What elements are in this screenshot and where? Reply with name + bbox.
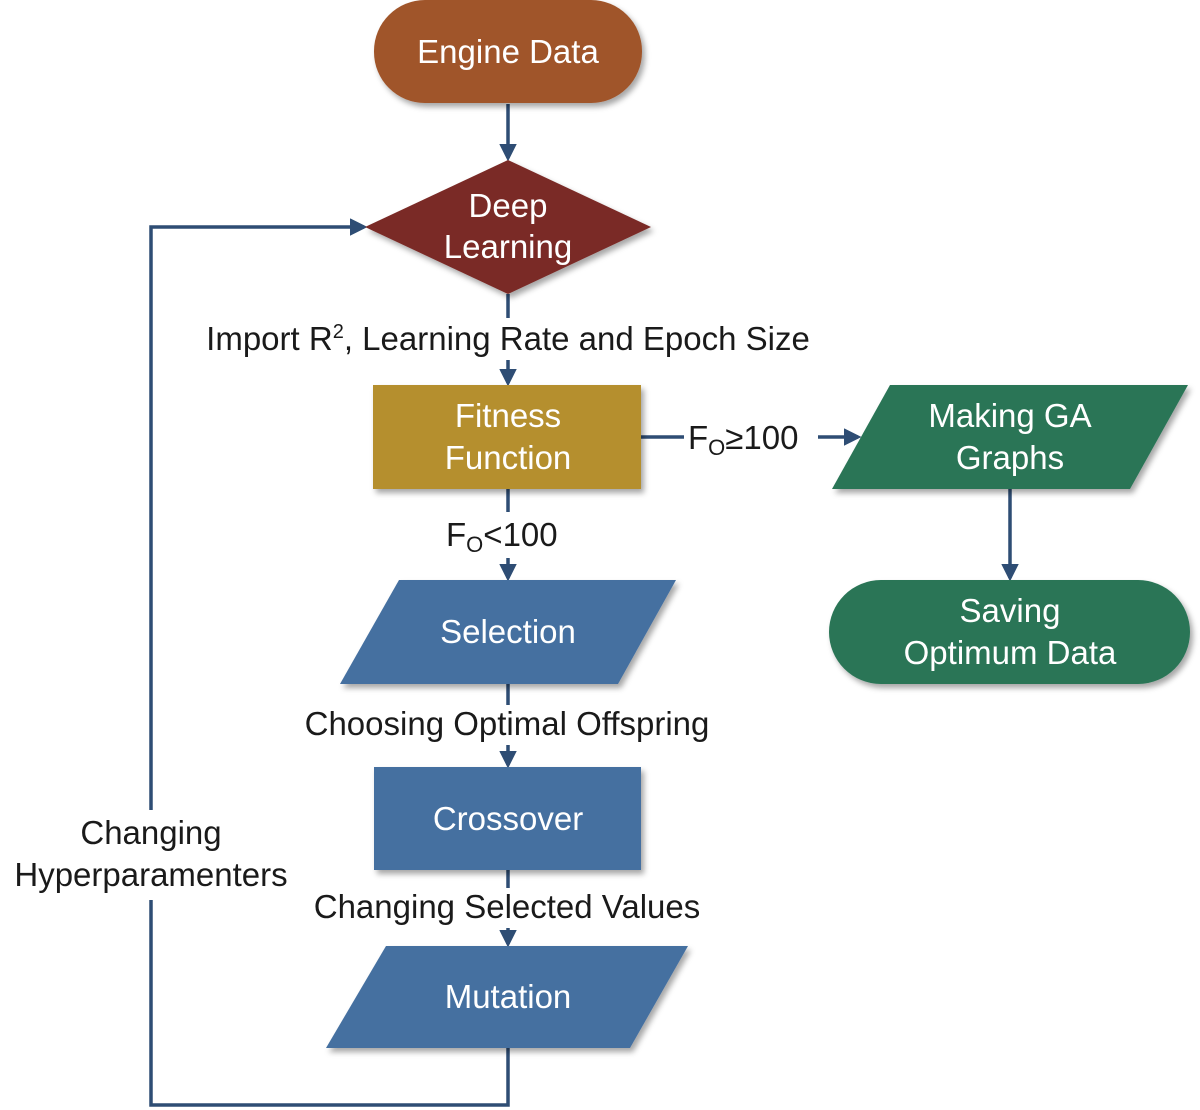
making-ga-graphs-label-line1: Making GA — [928, 397, 1091, 434]
selection-label: Selection — [440, 613, 576, 650]
saving-optimum-data-node: Saving Optimum Data — [829, 580, 1190, 684]
mutation-node: Mutation — [326, 946, 688, 1048]
fo-less-than-label: FO<100 — [446, 516, 558, 557]
import-r2-label: Import R2, Learning Rate and Epoch Size — [206, 320, 810, 357]
changing-selected-values-label: Changing Selected Values — [314, 888, 701, 925]
fo-greater-equal-label: FO≥100 — [688, 419, 798, 460]
crossover-node: Crossover — [374, 767, 641, 870]
deep-learning-node: Deep Learning — [365, 160, 651, 294]
saving-optimum-data-label-line1: Saving — [960, 592, 1061, 629]
fitness-function-node: Fitness Function — [373, 385, 641, 489]
choosing-optimal-offspring-label: Choosing Optimal Offspring — [305, 705, 710, 742]
making-ga-graphs-label-line2: Graphs — [956, 439, 1064, 476]
selection-node: Selection — [340, 580, 676, 684]
saving-optimum-data-label-line2: Optimum Data — [904, 634, 1117, 671]
engine-data-label: Engine Data — [417, 33, 599, 70]
deep-learning-label-line1: Deep — [469, 187, 548, 224]
fitness-function-label-line2: Function — [445, 439, 572, 476]
mutation-label: Mutation — [445, 978, 572, 1015]
engine-data-node: Engine Data — [374, 0, 642, 103]
feedback-loop-arrow — [149, 218, 510, 1107]
deep-learning-label-line2: Learning — [444, 228, 572, 265]
changing-hyperparameters-label-line1: Changing — [80, 814, 221, 851]
fitness-function-label-line1: Fitness — [455, 397, 561, 434]
making-ga-graphs-node: Making GA Graphs — [832, 385, 1188, 489]
changing-hyperparameters-label-line2: Hyperparamenters — [14, 856, 287, 893]
crossover-label: Crossover — [433, 800, 583, 837]
